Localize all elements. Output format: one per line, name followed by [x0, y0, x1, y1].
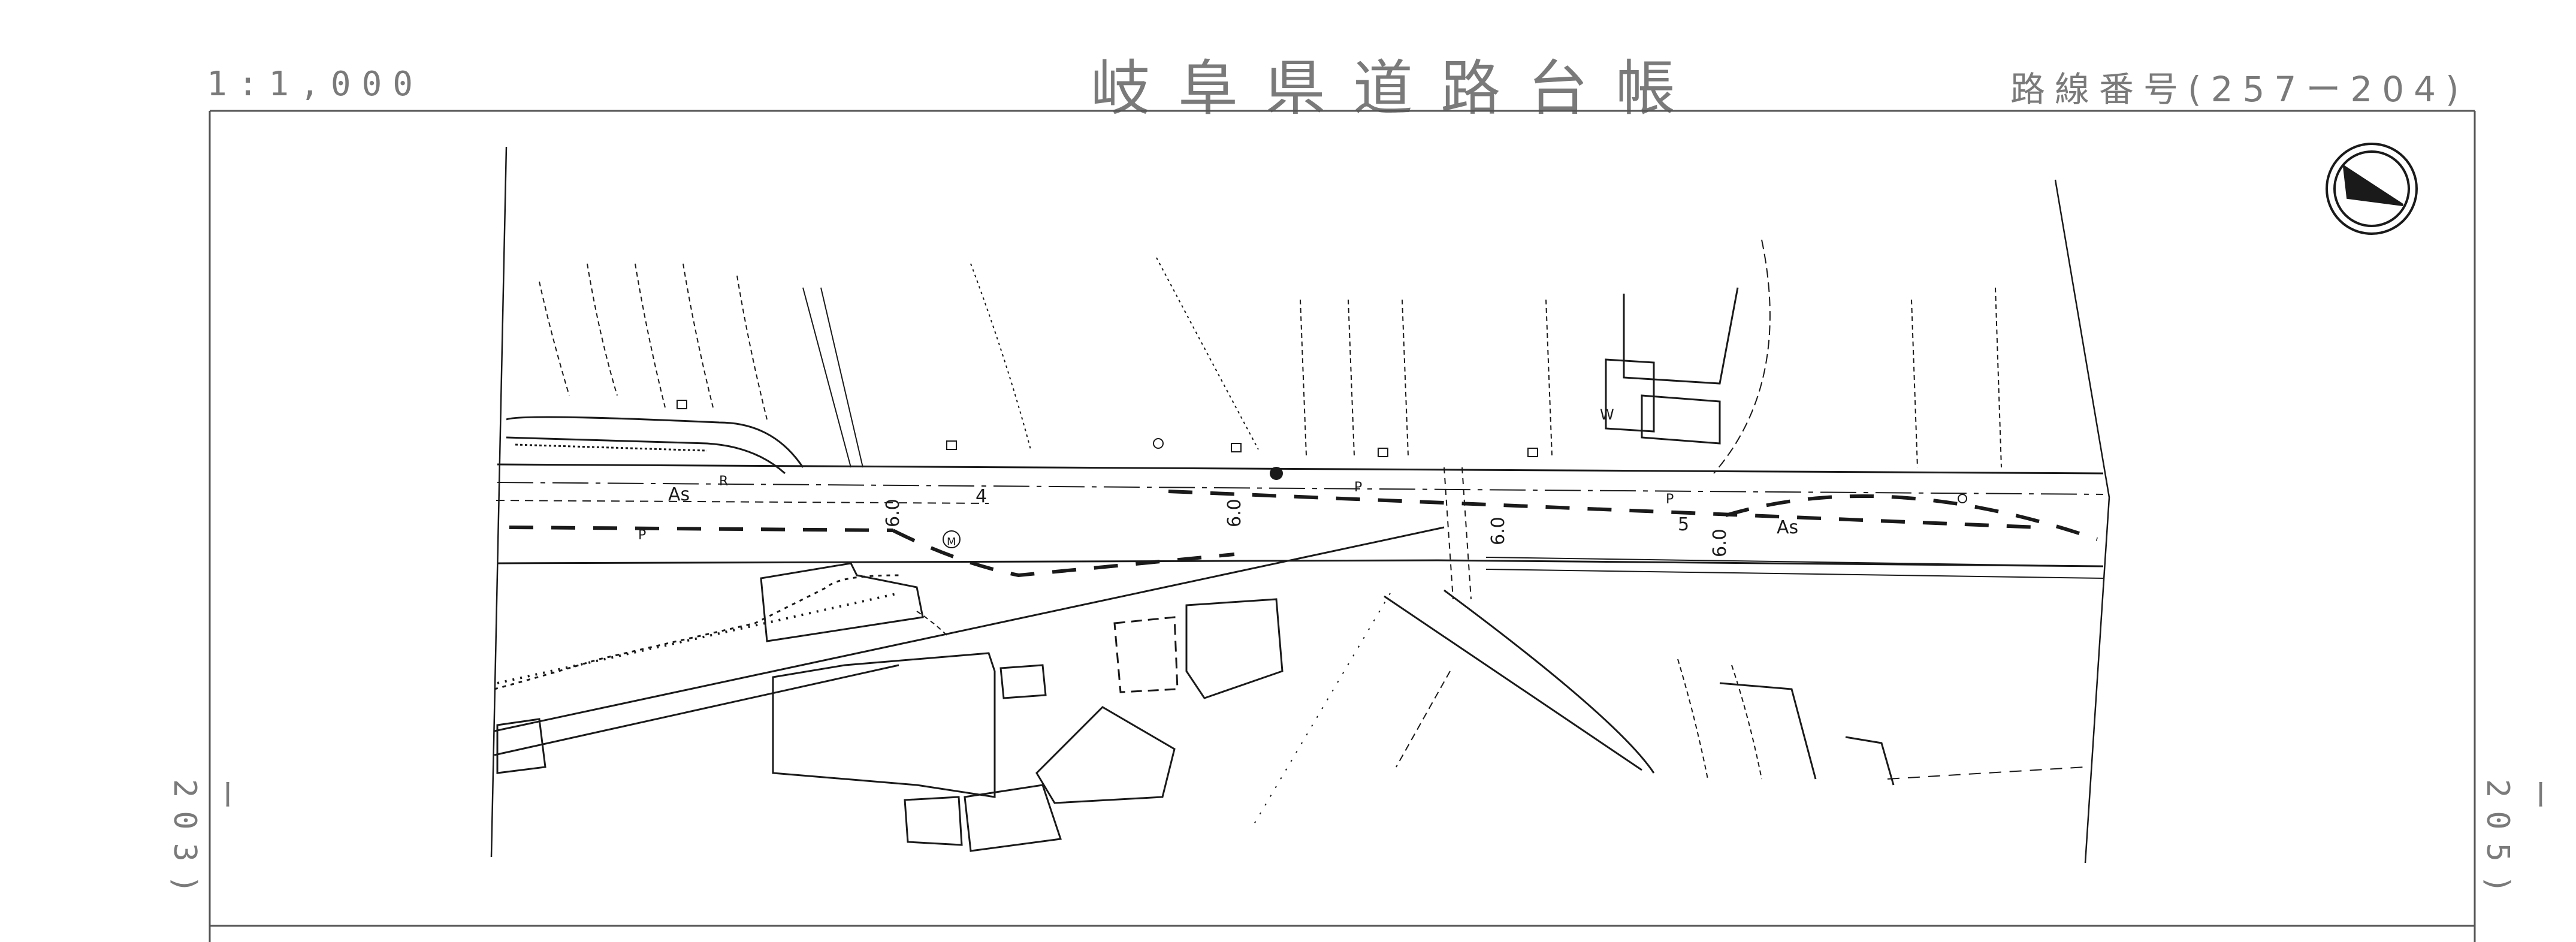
channel [506, 416, 804, 475]
map-mark-p2: P [1354, 480, 1362, 495]
map-mark-p3: P [1666, 492, 1674, 507]
adjacent-sheet-left: ー203) [167, 779, 243, 907]
map-mark-r: R [719, 474, 728, 489]
route-number: 路線番号(257ー204) [2010, 69, 2469, 110]
misc-lines [802, 239, 1771, 828]
road-width-4: 6.0 [1710, 529, 1731, 557]
north-arrow-icon [2326, 143, 2418, 235]
map-mark-p1: P [638, 528, 646, 543]
adjacent-sheet-right: ー205) [2480, 779, 2556, 907]
buildings [496, 287, 1895, 852]
surface-label-left: As [668, 484, 690, 505]
map-labels: As As 6.0 6.0 6.0 6.0 4 5 R P P P W M [638, 406, 1798, 557]
road-width-1: 6.0 [883, 499, 904, 527]
map-mark-m: M [947, 536, 956, 548]
map-number-5: 5 [1678, 514, 1689, 535]
road-width-2: 6.0 [1224, 499, 1245, 527]
map-mark-w: W [1600, 406, 1614, 423]
map-symbols [677, 400, 1967, 548]
map-number-4: 4 [976, 486, 987, 507]
road-width-3: 6.0 [1488, 517, 1509, 545]
lane-markings [509, 490, 2098, 578]
map-scale: 1:1,000 [207, 65, 424, 104]
surface-label-right: As [1777, 517, 1798, 538]
map-frame [209, 110, 2476, 942]
field-hatching [497, 257, 2086, 780]
survey-border [490, 146, 2110, 864]
main-road [496, 463, 2104, 579]
